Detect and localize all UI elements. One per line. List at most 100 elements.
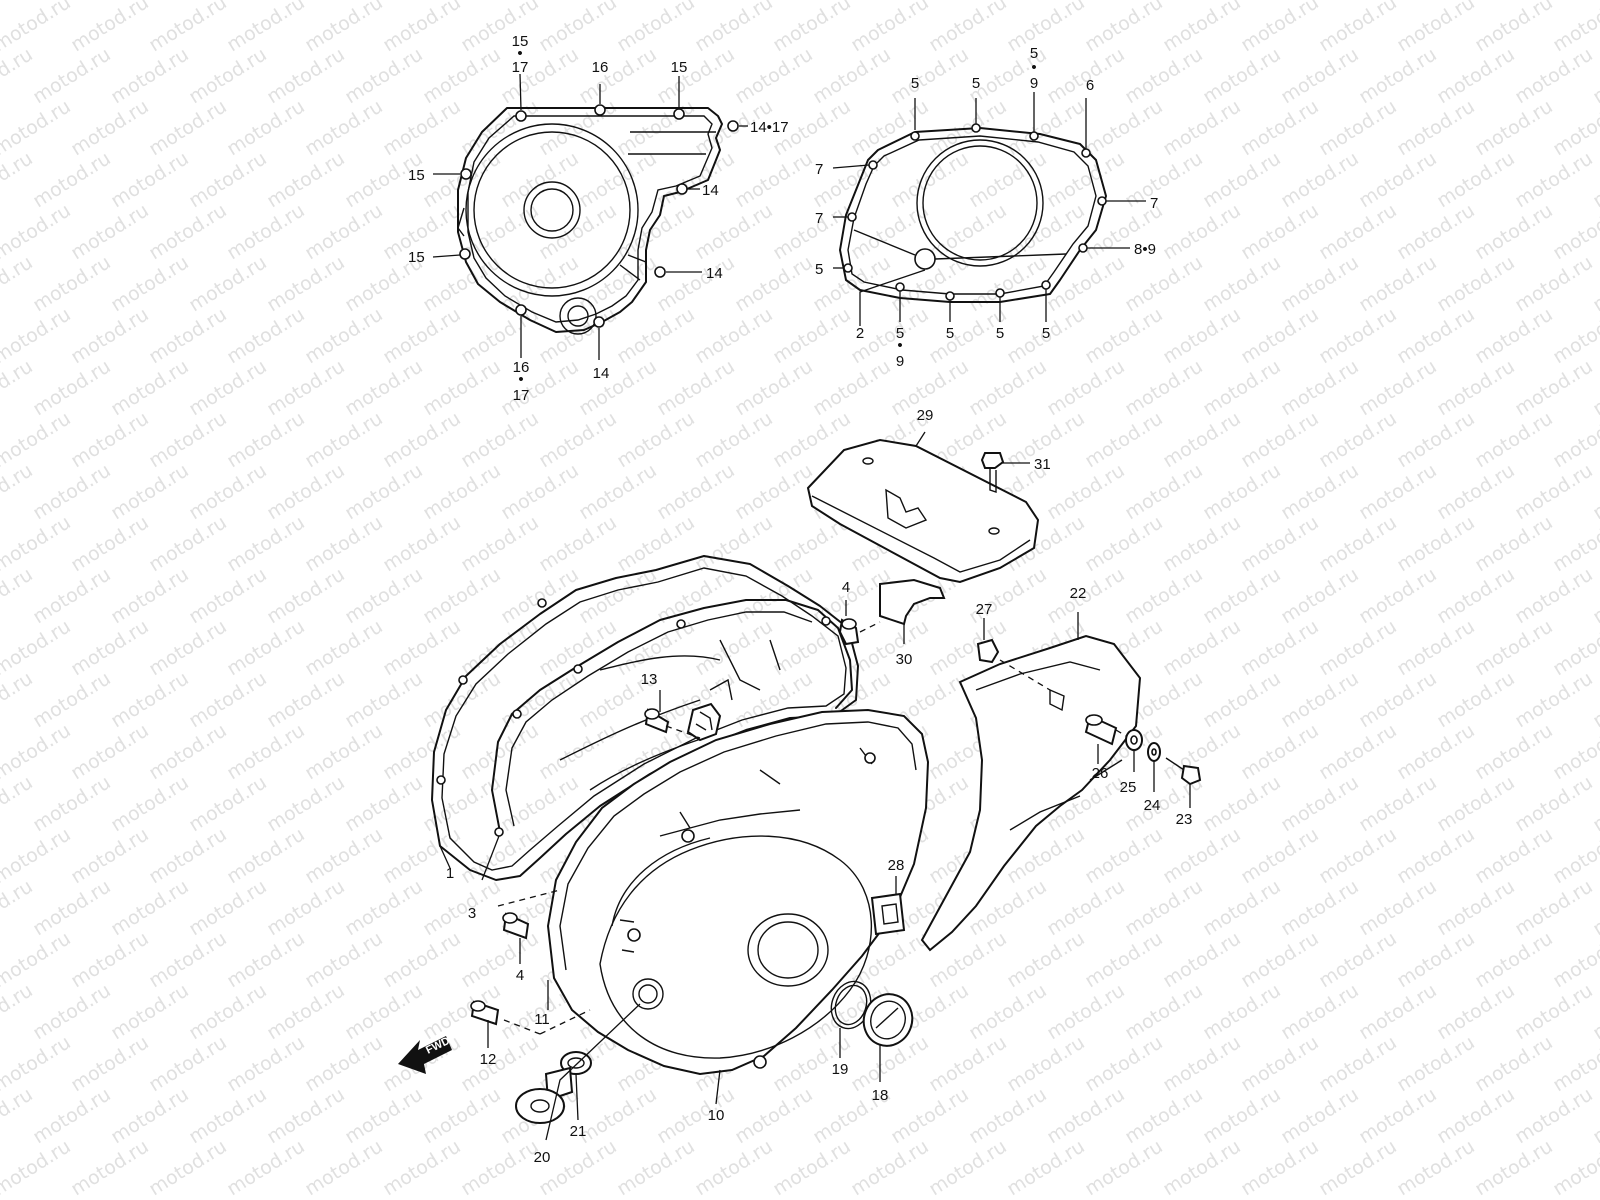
watermark-text: motod.ru xyxy=(457,615,543,680)
watermark-text: motod.ru xyxy=(1355,875,1441,940)
watermark-text: motod.ru xyxy=(1237,0,1323,56)
upper-cover-29 xyxy=(806,438,1040,584)
watermark-text: motod.ru xyxy=(0,0,37,4)
callout-dot: • xyxy=(517,45,522,62)
watermark-text: motod.ru xyxy=(379,95,465,160)
watermark-text: motod.ru xyxy=(223,199,309,264)
callout-dot: • xyxy=(1031,59,1036,76)
watermark-text: motod.ru xyxy=(1277,251,1363,316)
watermark-text: motod.ru xyxy=(1121,459,1207,524)
watermark-text: motod.ru xyxy=(731,43,817,108)
gear-13 xyxy=(686,678,733,742)
watermark-text: motod.ru xyxy=(185,355,271,420)
watermark-text: motod.ru xyxy=(301,407,387,472)
watermark-text: motod.ru xyxy=(1159,719,1245,784)
watermark-text: motod.ru xyxy=(965,147,1051,212)
watermark-text: motod.ru xyxy=(263,1083,349,1148)
watermark-text: motod.ru xyxy=(535,303,621,368)
watermark-text: motod.ru xyxy=(653,43,739,108)
watermark-text: motod.ru xyxy=(535,511,621,576)
watermark-text: motod.ru xyxy=(1511,459,1597,524)
watermark-text: motod.ru xyxy=(457,511,543,576)
watermark-text: motod.ru xyxy=(29,355,115,420)
callout-15: 15 xyxy=(671,59,688,76)
watermark-text: motod.ru xyxy=(1315,407,1401,472)
watermark-text: motod.ru xyxy=(1043,979,1129,1044)
watermark-text: motod.ru xyxy=(1277,563,1363,628)
watermark-text: motod.ru xyxy=(0,1031,75,1096)
watermark-text: motod.ru xyxy=(0,615,75,680)
watermark-text: motod.ru xyxy=(575,147,661,212)
callout-5: 5 xyxy=(972,75,980,92)
watermark-text: motod.ru xyxy=(1393,615,1479,680)
watermark-text: motod.ru xyxy=(1277,459,1363,524)
watermark-text: motod.ru xyxy=(1549,199,1600,264)
watermark-text: motod.ru xyxy=(263,771,349,836)
watermark-text: motod.ru xyxy=(1237,511,1323,576)
watermark-text: motod.ru xyxy=(419,1083,505,1148)
watermark-text: motod.ru xyxy=(0,1135,75,1200)
watermark-text: motod.ru xyxy=(263,355,349,420)
watermark-text: motod.ru xyxy=(185,771,271,836)
callout-24: 24 xyxy=(1144,797,1161,814)
watermark-text: motod.ru xyxy=(613,407,699,472)
watermark-text: motod.ru xyxy=(1471,95,1557,160)
watermark-text: motod.ru xyxy=(1199,459,1285,524)
watermark-text: motod.ru xyxy=(145,0,231,56)
watermark-text: motod.ru xyxy=(1237,615,1323,680)
watermark-text: motod.ru xyxy=(145,1031,231,1096)
watermark-text: motod.ru xyxy=(263,459,349,524)
watermark-text: motod.ru xyxy=(1471,303,1557,368)
watermark-text: motod.ru xyxy=(29,147,115,212)
watermark-text: motod.ru xyxy=(419,43,505,108)
watermark-text: motod.ru xyxy=(457,1135,543,1200)
watermark-text: motod.ru xyxy=(379,407,465,472)
watermark-text: motod.ru xyxy=(1393,407,1479,472)
watermark-text: motod.ru xyxy=(497,459,583,524)
watermark-text: motod.ru xyxy=(1159,927,1245,992)
watermark-text: motod.ru xyxy=(497,355,583,420)
watermark-text: motod.ru xyxy=(1315,719,1401,784)
watermark-text: motod.ru xyxy=(691,199,777,264)
watermark-text: motod.ru xyxy=(575,563,661,628)
watermark-text: motod.ru xyxy=(613,95,699,160)
callout-5: 5 xyxy=(896,325,904,342)
callout-14-17: 14•17 xyxy=(750,119,789,136)
callout-20: 20 xyxy=(534,1149,551,1166)
watermark-text: motod.ru xyxy=(535,1135,621,1200)
watermark-text: motod.ru xyxy=(185,979,271,1044)
callout-12: 12 xyxy=(480,1051,497,1068)
watermark-text: motod.ru xyxy=(223,303,309,368)
watermark-text: motod.ru xyxy=(29,459,115,524)
watermark-text: motod.ru xyxy=(731,1083,817,1148)
watermark-text: motod.ru xyxy=(145,95,231,160)
watermark-text: motod.ru xyxy=(145,927,231,992)
watermark-text: motod.ru xyxy=(1237,199,1323,264)
watermark-text: motod.ru xyxy=(29,667,115,732)
watermark-text: motod.ru xyxy=(67,407,153,472)
watermark-text: motod.ru xyxy=(1159,1031,1245,1096)
watermark-text: motod.ru xyxy=(691,511,777,576)
callout-14: 14 xyxy=(593,365,610,382)
watermark-text: motod.ru xyxy=(1549,927,1600,992)
watermark-text: motod.ru xyxy=(887,147,973,212)
watermark-text: motod.ru xyxy=(497,147,583,212)
watermark-text: motod.ru xyxy=(769,0,855,56)
watermark-text: motod.ru xyxy=(185,147,271,212)
callout-5: 5 xyxy=(911,75,919,92)
watermark-text: motod.ru xyxy=(613,511,699,576)
watermark-text: motod.ru xyxy=(223,927,309,992)
watermark-text: motod.ru xyxy=(1549,511,1600,576)
watermark-text: motod.ru xyxy=(1471,1135,1557,1200)
watermark-text: motod.ru xyxy=(1511,251,1597,316)
watermark-text: motod.ru xyxy=(29,771,115,836)
watermark-text: motod.ru xyxy=(497,43,583,108)
watermark-text: motod.ru xyxy=(1159,823,1245,888)
watermark-text: motod.ru xyxy=(457,407,543,472)
watermark-text: motod.ru xyxy=(457,303,543,368)
watermark-text: motod.ru xyxy=(1549,823,1600,888)
watermark-text: motod.ru xyxy=(965,251,1051,316)
watermark-text: motod.ru xyxy=(731,147,817,212)
bracket-30 xyxy=(879,578,946,626)
watermark-text: motod.ru xyxy=(223,95,309,160)
